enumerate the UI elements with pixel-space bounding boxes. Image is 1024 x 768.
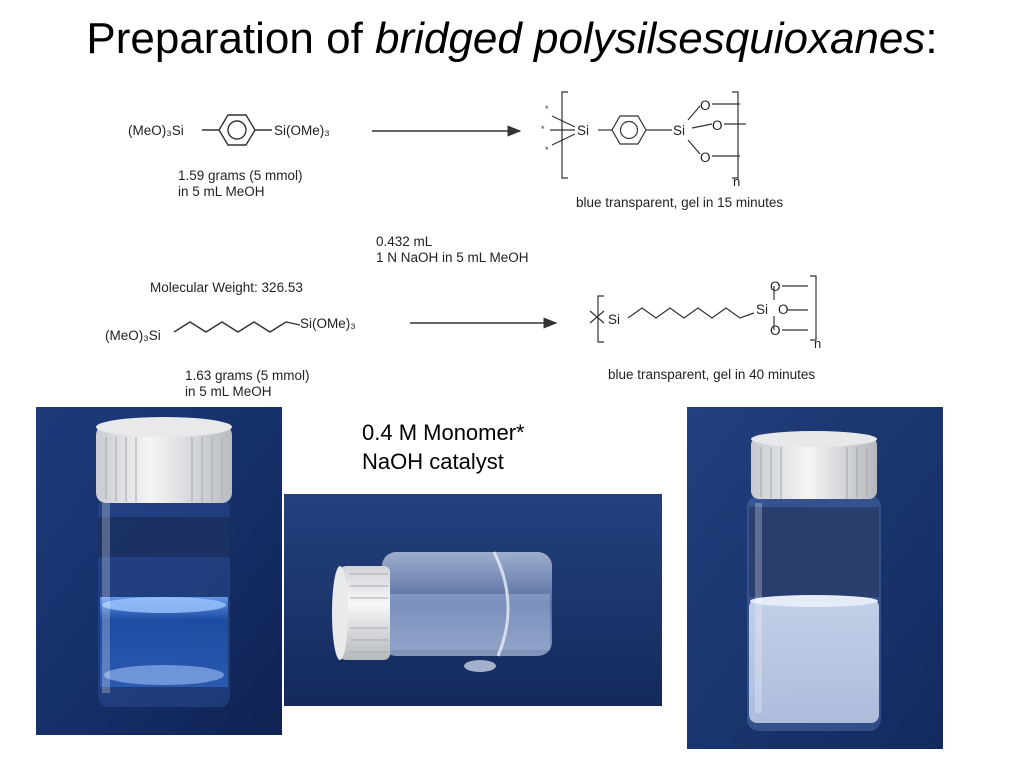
- product1-result: blue transparent, gel in 15 minutes: [576, 195, 784, 210]
- svg-text:*: *: [541, 124, 545, 134]
- product2-result: blue transparent, gel in 40 minutes: [608, 367, 816, 382]
- reactant1-amount: 1.59 grams (5 mmol) in 5 mL MeOH: [178, 168, 303, 199]
- title-italic: bridged polysilsesquioxanes: [375, 14, 926, 63]
- title-plain: Preparation of: [86, 14, 376, 63]
- product1-si-left: Si: [577, 123, 589, 138]
- title-colon: :: [925, 14, 938, 63]
- product1-structure: [550, 91, 746, 179]
- product1-o-bottom: O: [700, 150, 711, 165]
- product2-structure: [589, 275, 817, 343]
- reactant2-molecular-weight: Molecular Weight: 326.53: [150, 280, 303, 295]
- svg-text:*: *: [545, 145, 549, 155]
- photo-caption: 0.4 M Monomer* NaOH catalyst: [362, 420, 525, 474]
- photo-tilted-vial-gel: [284, 494, 662, 706]
- photo-upright-vial-gel: [687, 407, 943, 749]
- reactant1-left-group: (MeO)₃Si: [128, 123, 184, 138]
- product2-n-subscript: n: [814, 336, 821, 351]
- reactant1-benzene-ring: [202, 114, 272, 146]
- product1-o-mid: O: [712, 118, 723, 133]
- product2-si-right: Si: [756, 302, 768, 317]
- product1-si-right: Si: [673, 123, 685, 138]
- product2-si-left: Si: [608, 312, 620, 327]
- reactant2-alkyl-chain: [173, 321, 301, 333]
- product2-o-mid: O: [778, 302, 789, 317]
- reactant2-left-group: (MeO)₃Si: [105, 328, 161, 343]
- reaction-scheme: (MeO)₃Si Si(OMe)₃ * * * Si Si O O O n (M…: [105, 91, 821, 351]
- product2-o-bottom: O: [770, 323, 781, 338]
- product2-o-top: O: [770, 279, 781, 294]
- reactant1-right-group: Si(OMe)₃: [274, 123, 330, 138]
- reactant2-right-group: Si(OMe)₃: [300, 316, 356, 331]
- svg-text:*: *: [545, 104, 549, 114]
- product1-n-subscript: n: [733, 174, 740, 189]
- reaction-conditions: 0.432 mL 1 N NaOH in 5 mL MeOH: [376, 234, 529, 265]
- photo-upright-vial-clear: [36, 407, 282, 735]
- slide-title: Preparation of bridged polysilsesquioxan…: [0, 14, 1024, 64]
- product1-o-top: O: [700, 98, 711, 113]
- reactant2-amount: 1.63 grams (5 mmol) in 5 mL MeOH: [185, 368, 310, 399]
